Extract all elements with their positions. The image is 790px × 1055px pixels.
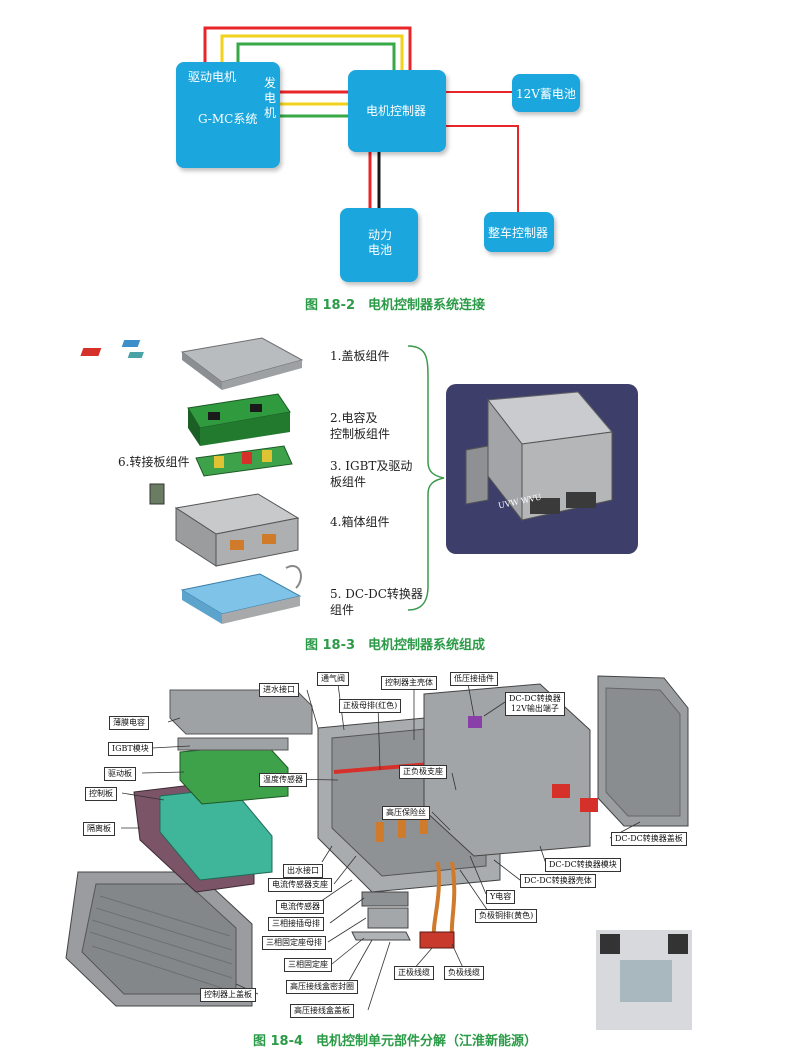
red-wire xyxy=(203,26,412,72)
tag-temp-sensor: 温度传感器 xyxy=(259,773,307,787)
capacitor-board-illustration xyxy=(187,393,291,446)
tag-outlet: 出水接口 xyxy=(283,864,323,878)
cable-connector-illustration xyxy=(419,931,455,949)
drive-motor-label: 驱动电机 xyxy=(188,70,237,84)
tag-dcdc-12v-line2: 12V输出端子 xyxy=(510,704,559,713)
grouping-bracket xyxy=(407,345,445,611)
tag-three-phase-seat: 三相固定座 xyxy=(284,958,332,972)
tag-hv-box-cover: 高压接线盒盖板 xyxy=(290,1004,354,1018)
cover-label: 1.盖板组件 xyxy=(330,349,390,363)
generator-label: 发电机 xyxy=(264,76,277,120)
tag-current-bracket: 电流传感器支座 xyxy=(268,878,332,892)
tag-positive-cable: 正极线缆 xyxy=(394,966,434,980)
tag-dcdc-module: DC-DC转换器模块 xyxy=(545,858,621,872)
cover-assembly-illustration xyxy=(80,337,304,390)
housing-illustration xyxy=(174,493,300,567)
tag-dcdc-housing: DC-DC转换器壳体 xyxy=(520,874,596,888)
power-battery-box: 动力电池 xyxy=(340,208,418,282)
tag-hv-fuse: 高压保险丝 xyxy=(382,806,430,820)
tag-inlet: 进水接口 xyxy=(259,683,299,697)
battery-12v-label: 12V蓄电池 xyxy=(516,87,576,101)
figure-18-2-caption: 图 18-2 电机控制器系统连接 xyxy=(304,298,486,313)
red-wire-vcu xyxy=(446,125,519,212)
tag-main-housing: 控制器主壳体 xyxy=(381,676,437,690)
controller-product-illustration xyxy=(465,391,613,522)
dcdc-illustration xyxy=(180,565,302,624)
adapter-board-illustration xyxy=(149,483,165,505)
figure-18-3-caption: 图 18-3 电机控制器系统组成 xyxy=(304,638,486,653)
tag-negative-cable: 负极线缆 xyxy=(444,966,484,980)
tag-current-sensor: 电流传感器 xyxy=(276,900,324,914)
tag-three-phase-seat-busbar: 三相固定座母排 xyxy=(262,936,326,950)
dcdc-cover-inner xyxy=(605,687,681,817)
igbt-module-illustration xyxy=(177,737,289,751)
motor-gmc-box: 驱动电机 发电机 G-MC系统 xyxy=(176,62,280,168)
housing-label: 4.箱体组件 xyxy=(330,515,390,529)
fig183-exploded-view xyxy=(80,337,638,624)
qr-corner-2 xyxy=(668,934,688,954)
tag-three-phase-busbar: 三相接插母排 xyxy=(268,917,324,931)
green-wire xyxy=(236,42,396,72)
tag-hv-seal: 高压接线盒密封圈 xyxy=(286,980,358,994)
igbt-driver-illustration xyxy=(195,445,293,477)
tag-driver-board: 驱动板 xyxy=(104,767,136,781)
power-battery-label: 动力电池 xyxy=(367,228,392,257)
tag-lv-connector: 低压接插件 xyxy=(450,672,498,686)
tag-pos-neg-bracket: 正负极支座 xyxy=(399,765,447,779)
tag-dcdc-12v-line1: DC-DC转换器 xyxy=(509,694,561,703)
capacitor-label-line2: 控制板组件 xyxy=(330,427,391,441)
motor-controller-box: 电机控制器 xyxy=(348,70,446,152)
dcdc-label-line1: 5. DC-DC转换器 xyxy=(330,587,423,601)
vehicle-controller-label: 整车控制器 xyxy=(488,226,549,240)
tag-control-board: 控制板 xyxy=(85,787,117,801)
top-cover-illustration xyxy=(65,871,253,1007)
tag-dcdc-12v: DC-DC转换器 12V输出端子 xyxy=(505,692,565,716)
tag-top-cover: 控制器上盖板 xyxy=(200,988,256,1002)
dcdc-label-line2: 组件 xyxy=(330,603,355,617)
igbt-label-line1: 3. IGBT及驱动 xyxy=(330,459,413,473)
adapter-label: 6.转接板组件 xyxy=(118,455,190,469)
qr-blurred-center xyxy=(620,960,672,1002)
figure-18-4-caption: 图 18-4 电机控制单元部件分解（江淮新能源） xyxy=(252,1034,538,1049)
fig182-wiring-diagram xyxy=(203,26,519,212)
igbt-label-line2: 板组件 xyxy=(330,475,367,489)
tag-film-capacitor: 薄膜电容 xyxy=(109,716,149,730)
tag-neg-busbar: 负极铜排(黄色) xyxy=(475,909,538,923)
vehicle-controller-box: 整车控制器 xyxy=(484,212,554,252)
negative-cable-illustration xyxy=(449,861,457,941)
tag-isolation: 隔离板 xyxy=(83,822,115,836)
motor-controller-label: 电机控制器 xyxy=(366,104,427,118)
three-phase-seat-illustration xyxy=(361,891,409,907)
yellow-wire xyxy=(220,34,404,72)
qr-corner-1 xyxy=(600,934,620,954)
battery-12v-box: 12V蓄电池 xyxy=(512,74,580,112)
capacitor-label-line1: 2.电容及 xyxy=(330,411,378,425)
three-phase-busbar-illustration xyxy=(367,907,409,929)
tag-igbt: IGBT模块 xyxy=(108,742,153,756)
hv-seal-illustration xyxy=(351,931,411,941)
tag-y-cap: Y电容 xyxy=(486,890,516,904)
tag-dcdc-cover: DC-DC转换器盖板 xyxy=(611,832,687,846)
tag-positive-busbar: 正极母排(红色) xyxy=(339,699,402,713)
gmc-system-label: G-MC系统 xyxy=(198,112,258,126)
tag-vent: 通气阀 xyxy=(317,672,349,686)
